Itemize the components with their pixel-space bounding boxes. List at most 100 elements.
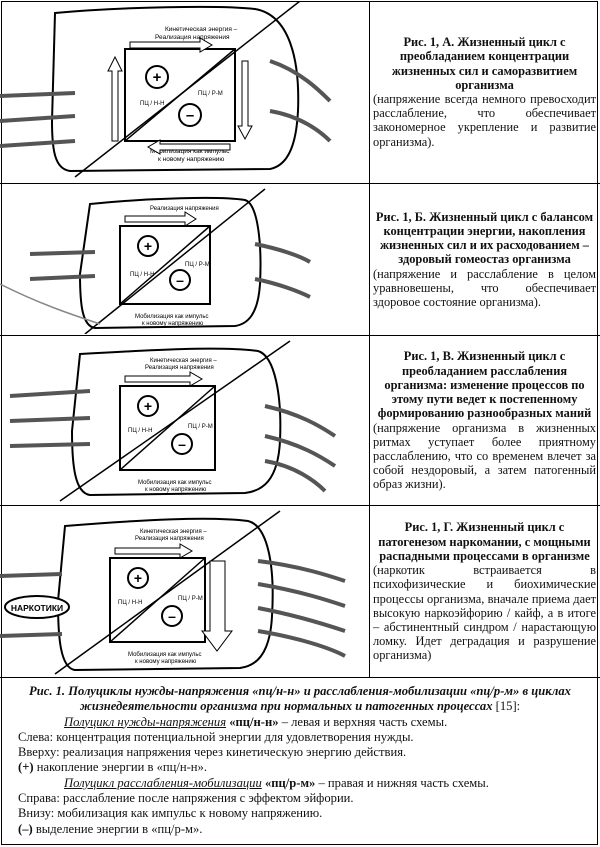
right-box-label: ПЦ / Р-М (178, 596, 203, 602)
box-diagonal (119, 385, 216, 471)
caption-line-7: Внизу: мобилизация как импульс к новому … (18, 806, 323, 821)
title-c: Рис. 1, В. Жизненный цикл с преобладание… (377, 349, 592, 421)
row-d: + – ПЦ / Н-Н ПЦ / Р-М Кинетическая энерг… (0, 506, 600, 678)
plus-sign: + (144, 238, 152, 254)
input-arrows-icon (29, 250, 96, 281)
kinetic-label: Кинетическая энергия – (165, 26, 238, 33)
mobilization-label: Мобилизация как импульс (138, 480, 211, 486)
kinetic-label: Кинетическая энергия – (150, 358, 217, 364)
input-arrows-icon (0, 572, 63, 638)
plus-icon (127, 567, 149, 589)
row-b: + – ПЦ / Н-Н ПЦ / Р-М Реализация напряже… (0, 184, 600, 336)
desc-b: (напряжение и расслабление в целом уравн… (373, 266, 596, 309)
narcotics-label: НАРКОТИКИ (11, 603, 63, 613)
mobilization-label: Мобилизация как импульс (135, 314, 208, 320)
code-pc-nn: «пц/н-н» (229, 714, 279, 729)
caption-line-3: Вверху: реализация напряжения через кине… (18, 745, 407, 760)
minus-icon (171, 433, 193, 455)
realization-label: Реализация напряжения (145, 365, 214, 371)
diagonal-divider (84, 188, 266, 335)
organism-shape (78, 196, 262, 330)
large-down-arrow-icon (201, 560, 233, 652)
new-tension-label: к новому напряжению (135, 659, 197, 665)
desc-c: (напряжение организма в жизненных ритмах… (373, 420, 596, 492)
output-arrows-icon (254, 242, 312, 299)
row-c: + – ПЦ / Н-Н ПЦ / Р-М Кинетическая энерг… (0, 336, 600, 506)
left-box-label: ПЦ / Н-Н (140, 101, 164, 107)
cycle-box (119, 225, 211, 305)
new-tension-label: к новому напряжению (158, 156, 224, 163)
row-a: + – ПЦ / Н-Н ПЦ / Р-М Кинетическая энерг… (0, 0, 600, 184)
realization-label: Реализация напряжения (135, 536, 204, 542)
minus-icon (161, 605, 183, 627)
box-diagonal (109, 557, 206, 643)
realization-label: Реализация напряжения (155, 34, 230, 41)
title-d: Рис. 1, Г. Жизненный цикл с патогенезом … (378, 520, 591, 563)
minus-sign: – (178, 436, 186, 452)
text-b: Рис. 1, Б. Жизненный цикл с балансом кон… (373, 184, 596, 335)
right-arrow-icon (237, 60, 253, 141)
plus-icon (145, 65, 169, 89)
cycle-box (119, 385, 216, 471)
bottom-arrow-icon (147, 139, 231, 155)
desc-d: (наркотик встраивается в психофизические… (373, 563, 596, 663)
left-arrow-icon (107, 55, 123, 142)
cycle-diagram-b: + – ПЦ / Н-Н ПЦ / Р-М Реализация напряже… (0, 188, 312, 335)
box-diagonal (124, 48, 236, 142)
code-pc-rm: «пц/р-м» (264, 775, 316, 790)
right-box-label: ПЦ / Р-М (198, 91, 223, 97)
output-arrows-icon (264, 404, 337, 493)
minus-icon (178, 103, 202, 127)
kinetic-label: Кинетическая энергия – (140, 529, 207, 535)
new-tension-label: к новому напряжению (145, 487, 207, 493)
cycle-box (109, 557, 206, 643)
caption-title: Рис. 1. Полуциклы нужды-напряжения «пц/н… (4, 684, 596, 715)
box-diagonal (119, 225, 211, 305)
input-arrows-icon (0, 91, 76, 148)
figure-caption: Рис. 1. Полуциклы нужды-напряжения «пц/н… (4, 684, 596, 837)
minus-sign: – (168, 608, 176, 624)
plus-sign: + (153, 69, 162, 86)
half-cycle-relax-mobilization: Полуцикл расслабления-мобилизации (64, 775, 262, 790)
shadow-curve (0, 283, 101, 325)
caption-line-8-text: выделение энергии в «пц/р-м». (32, 821, 203, 836)
caption-line-4-text: накопление энергии в «пц/н-н». (33, 760, 207, 775)
diagram-c: + – ПЦ / Н-Н ПЦ / Р-М Кинетическая энерг… (0, 336, 370, 505)
title-b: Рис. 1, Б. Жизненный цикл с балансом кон… (375, 209, 594, 267)
text-c: Рис. 1, В. Жизненный цикл с преобладание… (373, 336, 596, 505)
cycle-diagram-c: + – ПЦ / Н-Н ПЦ / Р-М Кинетическая энерг… (9, 340, 337, 502)
caption-line-1-text: – левая и верхняя часть схемы. (278, 714, 448, 729)
caption-line-1: Полуцикл нужды-напряжения «пц/н-н» – лев… (4, 715, 596, 730)
right-box-label: ПЦ / Р-М (185, 262, 210, 268)
plus-icon (137, 395, 159, 417)
realization-label: Реализация напряжения (150, 206, 219, 212)
plus-sign: + (144, 398, 152, 414)
cycle-diagram-a: + – ПЦ / Н-Н ПЦ / Р-М Кинетическая энерг… (0, 0, 332, 178)
cycle-diagram-d: + – ПЦ / Н-Н ПЦ / Р-М Кинетическая энерг… (0, 510, 346, 675)
caption-line-5: Полуцикл расслабления-мобилизации «пц/р-… (4, 776, 596, 791)
caption-line-8: (–) выделение энергии в «пц/р-м». (4, 822, 596, 837)
caption-line-5-text: – правая и нижняя часть схемы. (315, 775, 489, 790)
diagram-b: + – ПЦ / Н-Н ПЦ / Р-М Реализация напряже… (0, 184, 370, 335)
output-arrows-icon (269, 59, 332, 143)
title-a: Рис. 1, А. Жизненный цикл с преобладание… (391, 35, 578, 92)
minus-icon (169, 269, 191, 291)
half-cycle-need-tension: Полуцикл нужды-напряжения (64, 714, 227, 729)
cycle-box (124, 48, 236, 142)
top-arrow-icon (124, 211, 197, 227)
diagram-d: + – ПЦ / Н-Н ПЦ / Р-М Кинетическая энерг… (0, 506, 370, 677)
left-box-label: ПЦ / Н-Н (128, 428, 152, 434)
mobilization-label: Мобилизация как импульс (150, 147, 230, 155)
minus-marker: (–) (18, 821, 33, 836)
caption-line-4: (+) накопление энергии в «пц/н-н». (4, 760, 596, 775)
output-arrows-icon (257, 559, 346, 658)
plus-marker: (+) (18, 760, 34, 775)
caption-reference: [15]: (495, 699, 521, 714)
minus-sign: – (186, 107, 194, 124)
input-arrows-icon (9, 389, 91, 448)
top-arrow-icon (129, 37, 213, 53)
caption-line-2: Слева: концентрация потенциальной энерги… (18, 729, 414, 744)
mobilization-label: Мобилизация как импульс (128, 652, 201, 658)
diagonal-divider (54, 510, 281, 675)
minus-sign: – (176, 272, 184, 288)
